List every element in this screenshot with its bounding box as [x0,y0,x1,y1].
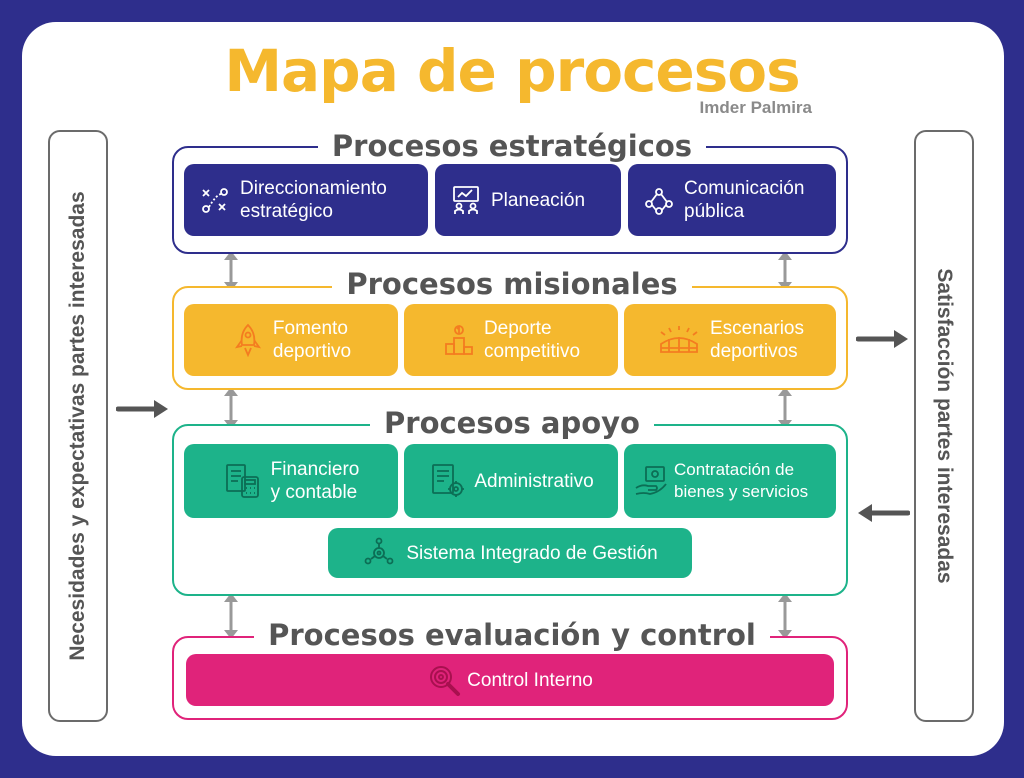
page-title: Mapa de procesos [224,37,800,105]
stakeholder-needs-panel: Necesidades y expectativas partes intere… [48,130,108,722]
network-people-icon [642,183,676,217]
planning-board-icon [449,183,483,217]
input-arrow-icon [116,400,168,418]
process-sistema-integrado-gestion[interactable]: Sistema Integrado de Gestión [328,528,692,578]
page-subtitle: Imder Palmira [699,98,812,117]
group-title-apoyo: Procesos apoyo [0,405,1024,441]
connector-apo-eva-left-icon [224,593,238,639]
process-control-interno[interactable]: Control Interno [186,654,834,706]
output-arrow-icon [856,330,908,348]
gears-network-icon [362,536,396,570]
feedback-arrow-icon [858,504,910,522]
process-administrativo[interactable]: Administrativo [404,444,618,518]
podium-icon [442,323,476,357]
connector-apo-eva-right-icon [778,593,792,639]
group-title-estrategicos: Procesos estratégicos [0,128,1024,164]
calculator-icon [223,464,263,498]
document-gear-icon [428,464,468,498]
rocket-icon [231,323,265,357]
stadium-icon [656,323,702,357]
stakeholder-satisfaction-panel: Satisfacción partes interesadas [914,130,974,722]
group-title-evaluacion: Procesos evaluación y control [0,617,1024,653]
magnifier-icon [427,663,461,697]
strategy-icon [198,183,232,217]
process-planeacion[interactable]: Planeación [435,164,621,236]
group-title-misionales: Procesos misionales [0,266,1024,302]
money-hand-icon [634,464,668,498]
